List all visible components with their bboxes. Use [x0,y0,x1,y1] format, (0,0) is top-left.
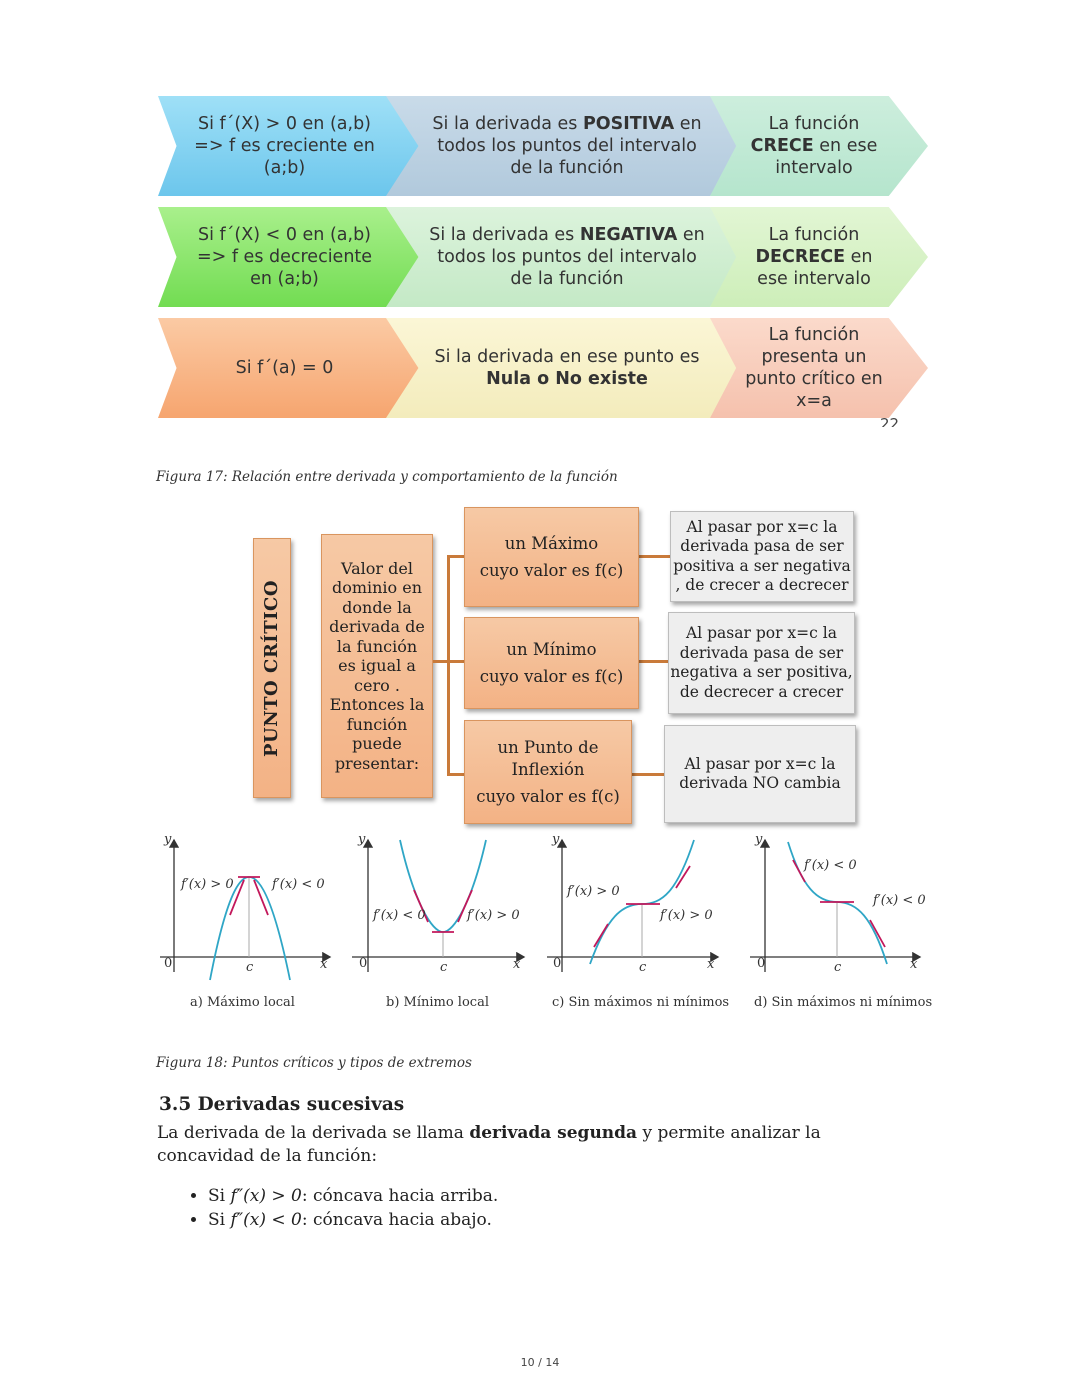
x-axis-label: x [320,957,328,972]
graph-inflection-decreasing [750,838,922,972]
annotation: f′(x) > 0 [467,908,520,923]
graph-inflection-increasing [547,838,720,972]
connector [447,773,464,776]
origin-label: 0 [553,956,562,971]
chevron-row-decreasing: Si f´(X) < 0 en (a,b)=> f es decreciente… [158,207,928,307]
chevron-result: La función presenta un punto crítico en … [710,318,928,418]
annotation: f′(x) < 0 [804,858,857,873]
critical-point-label: PUNTO CRÍTICO [261,579,283,757]
annotation: f′(x) > 0 [181,877,234,892]
annotation: f′(x) > 0 [567,884,620,899]
c-label: c [440,960,448,975]
maximum-description: Al pasar por x=c la derivada pasa de ser… [670,511,854,602]
section-heading: 3.5 Derivadas sucesivas [159,1094,405,1115]
slide-page-mark: 22 [880,415,900,427]
chevron-row-increasing: Si f´(X) > 0 en (a,b)=> f es creciente e… [158,96,928,196]
origin-label: 0 [757,956,766,971]
origin-label: 0 [359,956,368,971]
page-number: 10 / 14 [520,1356,560,1369]
graph-label: c) Sin máximos ni mínimos [552,995,730,1010]
connector [637,660,670,663]
critical-point-label-box: PUNTO CRÍTICO [253,538,291,798]
graph-label: b) Mínimo local [386,995,489,1010]
annotation: f′(x) < 0 [272,877,325,892]
x-axis-label: x [513,957,521,972]
y-axis-label: y [755,832,763,847]
chevron-meaning: Si la derivada en ese punto es Nula o No… [386,318,746,418]
extrema-graphs [160,838,922,981]
y-axis-label: y [164,832,172,847]
connector [637,555,670,558]
inflection-description: Al pasar por x=c la derivada NO cambia [664,725,856,823]
minimum-description: Al pasar por x=c la derivada pasa de ser… [668,612,855,714]
graph-local-maximum [160,838,332,981]
section-paragraph: La derivada de la derivada se llama deri… [157,1123,821,1166]
annotation: f′(x) > 0 [660,908,713,923]
figure-18-caption: Figura 18: Puntos críticos y tipos de ex… [156,1055,472,1071]
connector [447,660,464,663]
chevron-meaning: Si la derivada es POSITIVA en todos los … [386,96,746,196]
c-label: c [246,960,254,975]
c-label: c [639,960,647,975]
connector [433,660,449,663]
annotation: f′(x) < 0 [873,893,926,908]
graph-label: d) Sin máximos ni mínimos [754,995,933,1010]
list-item: Si f″(x) > 0: cóncava hacia arriba. [208,1184,498,1208]
chevron-row-critical: Si f´(a) = 0 Si la derivada en ese punto… [158,318,928,418]
connector [632,773,664,776]
annotation: f′(x) < 0 [373,908,426,923]
y-axis-label: y [552,832,560,847]
chevron-meaning: Si la derivada es NEGATIVA en todos los … [386,207,746,307]
graph-label: a) Máximo local [190,995,295,1010]
connector [447,555,464,558]
chevron-condition: Si f´(X) < 0 en (a,b)=> f es decreciente… [158,207,423,307]
list-item: Si f″(x) < 0: cóncava hacia abajo. [208,1208,498,1232]
concavity-list: Si f″(x) > 0: cóncava hacia arriba. Si f… [180,1184,498,1232]
chevron-condition: Si f´(X) > 0 en (a,b)=> f es creciente e… [158,96,423,196]
c-label: c [834,960,842,975]
origin-label: 0 [164,956,173,971]
definition-box: Valor del dominio en donde la derivada d… [321,534,433,798]
y-axis-label: y [358,832,366,847]
connector [447,555,450,775]
x-axis-label: x [910,957,918,972]
chevron-condition: Si f´(a) = 0 [158,318,423,418]
graph-local-minimum [352,838,526,972]
x-axis-label: x [707,957,715,972]
figure-17-caption: Figura 17: Relación entre derivada y com… [156,469,618,485]
